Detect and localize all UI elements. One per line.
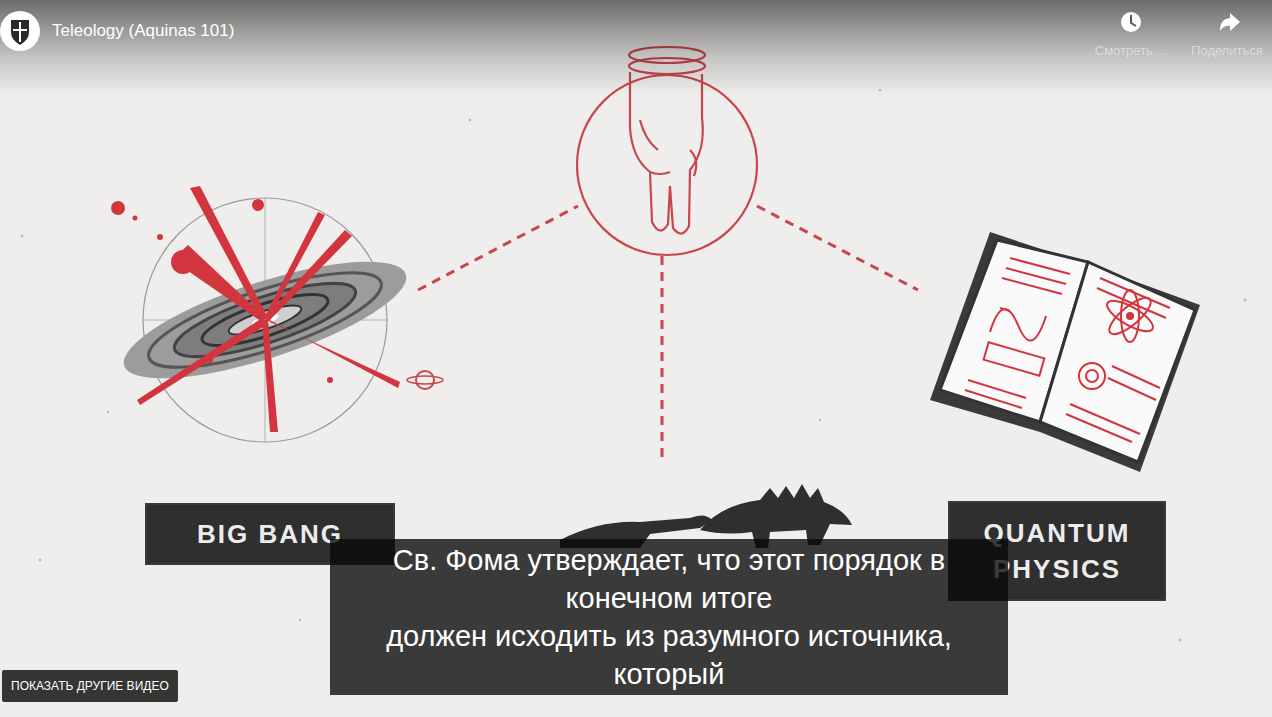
book-illustration (930, 232, 1200, 472)
player-button-label: Смотреть ... (1091, 43, 1171, 58)
top-shade (0, 0, 1272, 95)
button-label: ПОКАЗАТЬ ДРУГИЕ ВИДЕО (11, 679, 169, 693)
speckles (21, 89, 1247, 642)
dashed-lines (418, 206, 918, 462)
band-text-group: BIG BANG (197, 516, 343, 552)
subtitle-line: должен исходить из разумного источника, … (336, 617, 1002, 693)
player-button-label: Поделиться (1187, 43, 1267, 58)
share-icon (1220, 13, 1240, 31)
clock-icon (1121, 12, 1141, 32)
big-bang-illustration (111, 186, 443, 442)
subtitle-box: Св. Фома утверждает, что этот порядок в … (330, 539, 1008, 695)
subtitle-line: Св. Фома утверждает, что этот порядок в … (336, 541, 1002, 617)
video-title: Teleology (Aquinas 101) (52, 21, 234, 41)
band-label: BIG BANG (197, 516, 343, 552)
more-videos-button: ПОКАЗАТЬ ДРУГИЕ ВИДЕО (2, 670, 178, 702)
channel-icon (0, 11, 40, 51)
